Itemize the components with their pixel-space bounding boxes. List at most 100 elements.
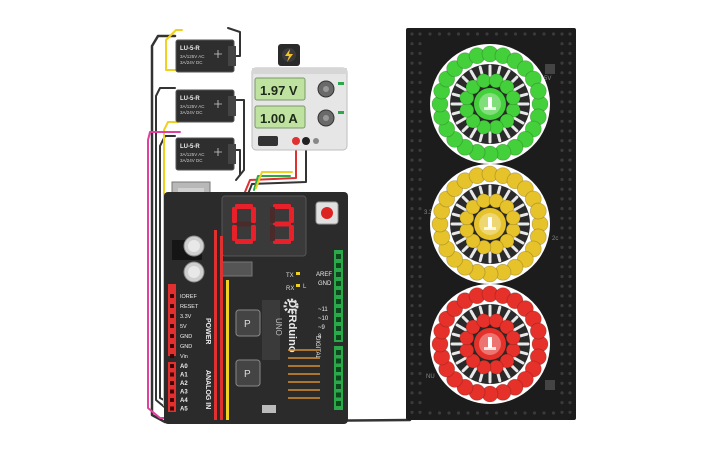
power-pin-label: IOREF	[180, 294, 197, 300]
led-ring-yellow[interactable]	[430, 164, 550, 284]
power-header-label: POWER	[204, 318, 211, 344]
analog-header-label: ANALOG IN	[204, 370, 211, 409]
panel-side-label: 3.3v	[424, 210, 435, 216]
digital-pin-label: 8	[318, 334, 322, 340]
analog-pin-label: A0	[180, 364, 188, 370]
segment-f	[270, 207, 275, 223]
led	[459, 330, 475, 346]
seven-segment-value: 03	[0, 0, 2, 1]
power-header[interactable]	[168, 284, 176, 356]
segment-d	[235, 239, 253, 244]
led	[465, 79, 481, 95]
segment-c	[251, 225, 256, 241]
led	[505, 210, 521, 226]
led	[488, 239, 504, 255]
digital-header-top[interactable]	[334, 250, 343, 342]
led	[505, 90, 521, 106]
relay-model: LU-5-R	[180, 46, 200, 52]
segment-e	[232, 225, 237, 241]
led-ring-red[interactable]	[430, 284, 550, 404]
analog-pin-label: A4	[180, 398, 188, 404]
transistor-1[interactable]	[235, 309, 261, 337]
relay-rating-dc: 3A/24V DC	[180, 158, 203, 163]
arduino-board[interactable]: 03 P P DFRduino UNO TX RX L IOREFRESET3.…	[0, 0, 348, 424]
led	[476, 193, 492, 209]
led	[459, 342, 475, 358]
power-supply[interactable]: 1.97 V 1.00 A	[251, 44, 348, 151]
tx-label: TX	[286, 273, 294, 279]
transistor-1-label: P	[244, 319, 251, 330]
led	[499, 233, 515, 249]
led	[465, 199, 481, 215]
led-rings	[430, 44, 550, 404]
transistor-2[interactable]	[235, 359, 261, 387]
digital-pin-labels: ~11~10~98	[318, 254, 341, 406]
digital-pin-label: ~11	[318, 307, 328, 313]
led	[488, 193, 504, 209]
analog-pin-label: A2	[180, 381, 188, 387]
led	[499, 353, 515, 369]
reset-button[interactable]	[321, 207, 333, 219]
panel-holes	[410, 32, 572, 415]
current-readout: 1.00 A	[260, 111, 298, 126]
digital-header-label: DIGITAL	[314, 336, 320, 360]
board-brand: DFRduino	[286, 300, 298, 353]
power-pin-label: RESET	[180, 304, 199, 310]
wire-supply-green[interactable]	[253, 175, 291, 191]
led	[459, 222, 475, 238]
aref-label: AREF	[316, 272, 332, 278]
wire-supply-red[interactable]	[244, 141, 297, 193]
panel-side-label: 2c	[552, 236, 558, 242]
segment-d	[273, 239, 291, 244]
led	[465, 113, 481, 129]
positive-terminal[interactable]	[292, 137, 300, 145]
segment-c	[289, 225, 294, 241]
wire-pink[interactable]	[147, 131, 181, 419]
segment-f	[232, 207, 237, 223]
relay-model: LU-5-R	[180, 96, 200, 102]
led	[499, 319, 515, 335]
negative-terminal[interactable]	[302, 137, 310, 145]
panel-side-label: NU	[426, 374, 435, 380]
relay-rating-dc: 3A/24V DC	[180, 110, 203, 115]
led	[459, 102, 475, 118]
led	[505, 330, 521, 346]
center-led	[488, 217, 492, 228]
power-pin-label: GND	[180, 334, 192, 340]
wire-supply-yellow[interactable]	[255, 171, 293, 189]
voltage-readout: 1.97 V	[260, 83, 298, 98]
wire-yellow-top[interactable]	[165, 29, 183, 71]
wire-black-2[interactable]	[155, 87, 176, 411]
led	[488, 313, 504, 329]
power-pin-label: GND	[180, 344, 192, 350]
relay-rating-ac: 3A/125V AC	[180, 152, 205, 157]
rx-label: RX	[286, 286, 294, 292]
center-led	[488, 97, 492, 108]
segment-g	[235, 221, 253, 227]
led	[499, 79, 515, 95]
led	[499, 199, 515, 215]
led	[459, 210, 475, 226]
wire-relay1-right[interactable]	[227, 27, 241, 57]
analog-header[interactable]	[168, 362, 176, 412]
led	[529, 202, 547, 220]
digital-pin-label: ~10	[318, 316, 329, 322]
segment-a	[235, 204, 253, 209]
seven-segment-digits	[232, 204, 294, 244]
led-ring-green[interactable]	[430, 44, 550, 164]
power-pin-label: 5V	[180, 324, 187, 330]
relay-rating-dc: 3A/24V DC	[180, 60, 203, 65]
analog-pin-label: A3	[180, 390, 188, 396]
led	[476, 73, 492, 89]
led	[488, 359, 504, 375]
wire-supply-black[interactable]	[247, 141, 307, 195]
power-pin-label: Vin	[180, 354, 188, 360]
